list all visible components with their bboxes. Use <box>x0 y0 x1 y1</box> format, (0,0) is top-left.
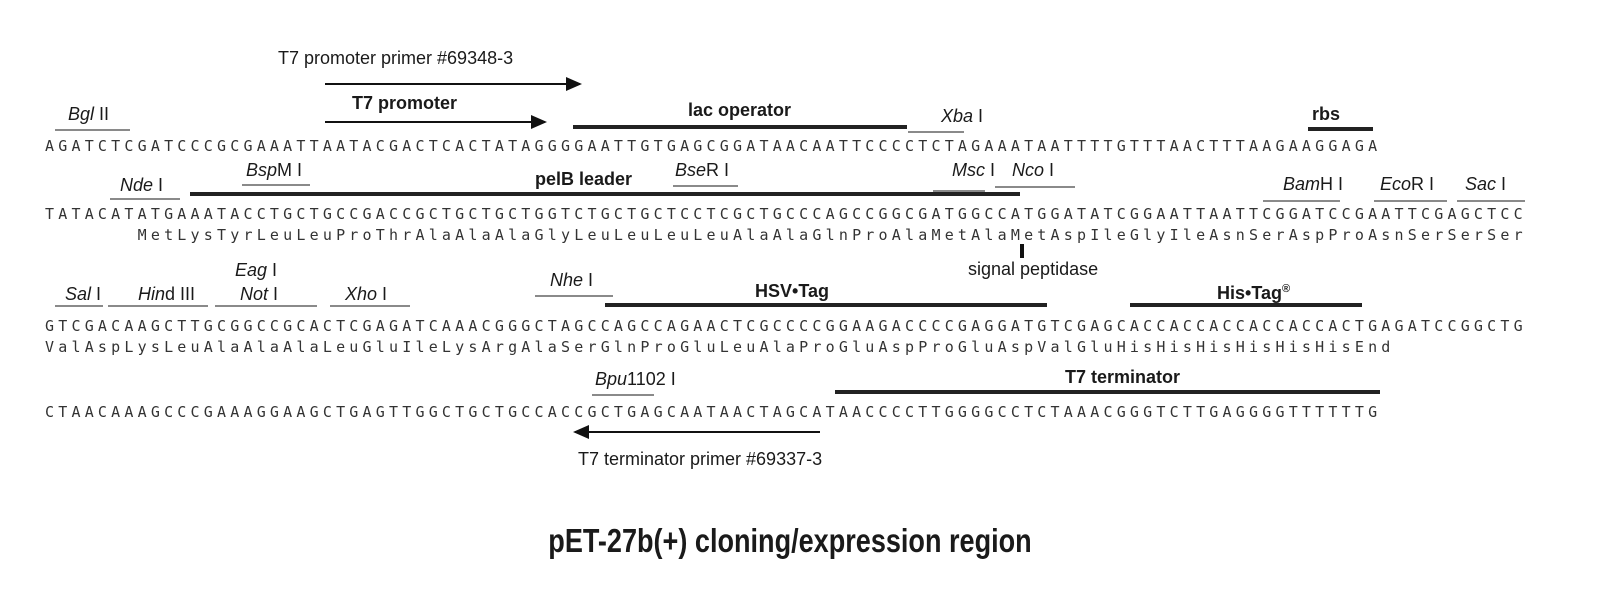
site-line <box>673 185 738 187</box>
site-hind-iii: Hind III <box>138 284 195 304</box>
site-eag-i: Eag I <box>235 260 277 280</box>
site-line <box>933 190 985 192</box>
site-suffix: I <box>985 160 996 180</box>
lac-operator-label: lac operator <box>688 100 792 120</box>
site-bgl-ii: Bgl II <box>68 104 109 124</box>
lac-operator-bar <box>573 125 907 129</box>
site-line <box>55 305 103 307</box>
site-name: Sac <box>1465 174 1497 194</box>
site-sac-i: Sac I <box>1465 174 1506 194</box>
t7-promoter-label: T7 promoter <box>352 93 458 113</box>
site-ecor-i: EcoR I <box>1380 174 1434 194</box>
site-suffix: I <box>91 284 102 304</box>
site-name: Bsp <box>246 160 278 180</box>
site-line <box>108 305 208 307</box>
protein-translation-line-2: MetLysTyrLeuLeuProThrAlaAlaAlaGlyLeuLeuL… <box>45 226 1527 244</box>
dna-sequence-line-3: GTCGACAAGCTTGCGGCCGCACTCGAGATCAAACGGGCTA… <box>45 317 1527 335</box>
site-bamh-i: BamH I <box>1283 174 1343 194</box>
his-tag-bar <box>1130 303 1362 307</box>
his-tag-text: His•Tag <box>1217 283 1282 303</box>
site-nco-i: Nco I <box>1012 160 1054 180</box>
site-name: Sal <box>65 284 92 304</box>
hsv-tag-bar <box>605 303 1047 307</box>
site-suffix: M I <box>277 160 303 180</box>
site-line <box>215 305 317 307</box>
forward-primer-arrow <box>325 77 582 91</box>
site-name: Bam <box>1283 174 1321 194</box>
site-line <box>242 184 310 186</box>
site-suffix: I <box>268 284 279 304</box>
site-name: Xho <box>345 284 378 304</box>
site-name: Nhe <box>550 270 584 290</box>
dna-sequence-line-2: TATACATATGAAATACCTGCTGCCGACCGCTGCTGCTGGT… <box>45 205 1527 223</box>
pelb-leader-label: pelB leader <box>535 169 633 189</box>
signal-peptidase-cleavage-tick <box>1020 244 1024 258</box>
site-xba-i: Xba I <box>941 106 983 126</box>
signal-peptidase-label: signal peptidase <box>968 259 1099 279</box>
site-suffix: I <box>267 260 278 280</box>
site-suffix: I <box>1044 160 1055 180</box>
hsv-tag-label: HSV•Tag <box>755 281 829 301</box>
site-line <box>995 186 1075 188</box>
site-line <box>535 295 613 297</box>
site-line <box>1457 200 1525 202</box>
site-bser-i: BseR I <box>675 160 729 180</box>
site-name: Bpu <box>595 369 628 389</box>
site-nhe-i: Nhe I <box>550 270 593 290</box>
site-name: Eco <box>1380 174 1412 194</box>
t7-terminator-bar <box>835 390 1380 394</box>
site-line <box>592 394 654 396</box>
site-suffix: H I <box>1320 174 1344 194</box>
site-suffix: d III <box>165 284 196 304</box>
site-name: Xba <box>941 106 974 126</box>
site-line <box>1374 200 1447 202</box>
rbs-label: rbs <box>1312 104 1341 124</box>
his-tag-label: His•Tag® <box>1217 279 1290 303</box>
site-name: Bse <box>675 160 707 180</box>
site-name: Bgl <box>68 104 95 124</box>
site-name: Msc <box>952 160 985 180</box>
site-suffix: I <box>973 106 984 126</box>
site-name: Eag <box>235 260 268 280</box>
site-bpu1102-i: Bpu1102 I <box>595 369 676 389</box>
dna-sequence-line-1: AGATCTCGATCCCGCGAAATTAATACGACTCACTATAGGG… <box>45 137 1382 155</box>
site-name: Nco <box>1012 160 1045 180</box>
t7-terminator-label: T7 terminator <box>1065 367 1181 387</box>
site-line <box>908 131 964 133</box>
site-msc-i: Msc I <box>952 160 995 180</box>
site-suffix: R I <box>1411 174 1435 194</box>
site-line <box>1263 200 1340 202</box>
site-suffix: I <box>153 175 164 195</box>
site-line <box>330 305 410 307</box>
site-sal-i: Sal I <box>65 284 101 304</box>
site-suffix: I <box>583 270 594 290</box>
reverse-primer-arrow <box>573 425 820 439</box>
site-nde-i: Nde I <box>120 175 163 195</box>
rbs-bar <box>1308 127 1373 131</box>
figure-title: pET-27b(+) cloning/expression region <box>548 522 1032 559</box>
t7-terminator-primer-label: T7 terminator primer #69337-3 <box>578 449 823 469</box>
pelb-leader-bar <box>190 192 1020 196</box>
site-line <box>55 129 130 131</box>
site-line <box>110 198 180 200</box>
t7-promoter-primer-label: T7 promoter primer #69348-3 <box>278 48 514 68</box>
registered-mark: ® <box>1281 283 1291 295</box>
site-name: Hin <box>138 284 166 304</box>
site-not-i: Not I <box>240 284 278 304</box>
site-name: Nde <box>120 175 154 195</box>
site-suffix: II <box>94 104 110 124</box>
dna-sequence-line-4: CTAACAAAGCCCGAAAGGAAGCTGAGTTGGCTGCTGCCAC… <box>45 403 1382 421</box>
site-suffix: 1102 I <box>627 369 676 389</box>
site-suffix: R I <box>706 160 730 180</box>
site-bspm-i: BspM I <box>246 160 302 180</box>
site-suffix: I <box>1496 174 1507 194</box>
protein-translation-line-3: ValAspLysLeuAlaAlaAlaLeuGluIleLysArgAlaS… <box>45 338 1395 356</box>
site-xho-i: Xho I <box>345 284 387 304</box>
t7-promoter-arrow <box>325 115 547 129</box>
site-suffix: I <box>377 284 388 304</box>
site-name: Not <box>240 284 269 304</box>
